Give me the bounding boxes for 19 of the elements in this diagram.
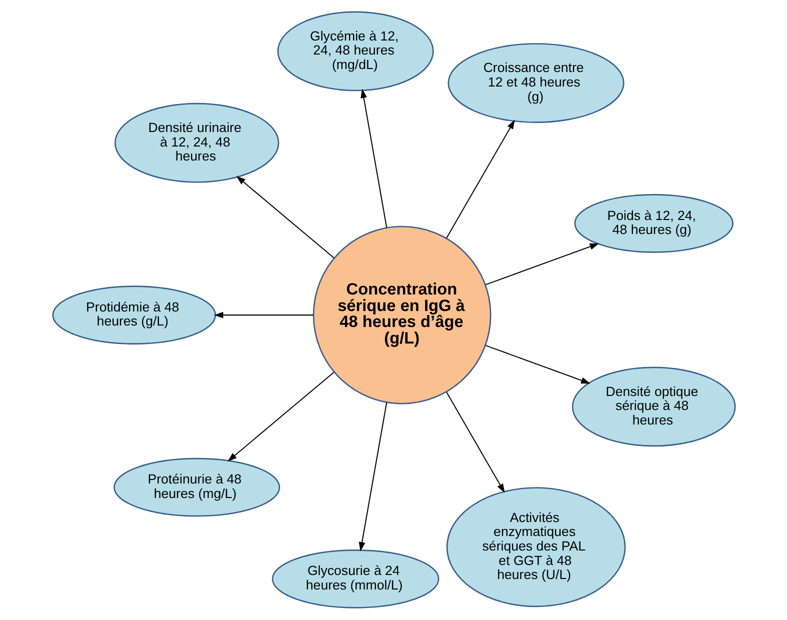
node-ellipse: Protéinurie à 48 heures (mg/L) — [113, 458, 280, 517]
arrow — [358, 402, 387, 552]
node-ellipse: Glycosurie à 24 heures (mmol/L) — [271, 550, 439, 608]
arrow — [484, 243, 599, 286]
arrow — [446, 392, 504, 493]
node-ellipse: Densité optique sérique à 48 heures — [571, 366, 736, 447]
arrow — [446, 120, 514, 238]
node-ellipse: Poids à 12, 24, 48 heures (g) — [574, 194, 733, 253]
node-ellipse: Densité urinaire à 12, 24, 48 heures — [114, 102, 279, 183]
node-ellipse: Croissance entre 12 et 48 heures (g) — [447, 43, 624, 123]
arrow — [213, 312, 313, 318]
arrow — [360, 88, 387, 228]
node-ellipse: Activités enzymatiques sériques des PAL et GGT à 48 heures (U/L) — [446, 487, 626, 608]
node-ellipse: Protidémie à 48 heures (g/L) — [52, 286, 216, 344]
node-ellipse: Glycémie à 12, 24, 48 heures (mg/dL) — [276, 11, 434, 92]
arrow — [484, 344, 590, 384]
arrow — [227, 372, 334, 462]
arrow — [236, 176, 334, 258]
node-circle: Concentration sérique en IgG à 48 heures d’âge (g/L) — [312, 226, 491, 404]
